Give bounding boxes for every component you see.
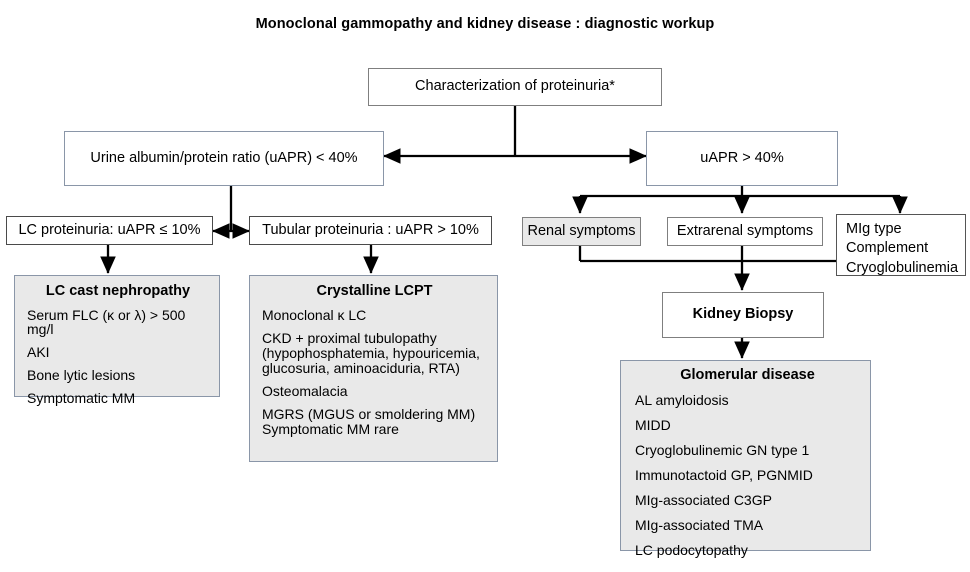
node-label: Kidney Biopsy [692, 306, 794, 323]
mig-type-line-1: MIg type [846, 221, 902, 237]
panel-crystalline-lcpt[interactable]: Crystalline LCPT Monoclonal κ LC CKD + p… [249, 275, 498, 462]
node-renal-symptoms[interactable]: Renal symptoms [522, 217, 641, 246]
panel-title: Crystalline LCPT [316, 283, 433, 299]
panel-line: AL amyloidosis [635, 391, 729, 408]
panel-line: Bone lytic lesions [27, 366, 136, 383]
node-characterization-of-proteinuria[interactable]: Characterization of proteinuria* [368, 68, 662, 106]
node-lc-proteinuria[interactable]: LC proteinuria: uAPR ≤ 10% [6, 216, 213, 245]
panel-line: Symptomatic MM [27, 389, 136, 406]
node-tubular-proteinuria[interactable]: Tubular proteinuria : uAPR > 10% [249, 216, 492, 245]
panel-line: Immunotactoid GP, PGNMID [635, 466, 813, 483]
node-label: Renal symptoms [527, 222, 636, 239]
panel-line: Monoclonal κ LC [262, 306, 367, 323]
node-mig-type[interactable]: MIg type Complement Cryoglobulinemia [836, 214, 966, 276]
page-title: Monoclonal gammopathy and kidney disease… [255, 16, 715, 32]
node-label: Extrarenal symptoms [676, 222, 814, 239]
panel-line: CKD + proximal tubulopathy [262, 329, 437, 346]
node-label: Urine albumin/protein ratio (uAPR) < 40% [90, 149, 358, 166]
panel-line: MIg-associated TMA [635, 516, 764, 533]
panel-line: Symptomatic MM rare [262, 420, 399, 437]
panel-title: LC cast nephropathy [45, 283, 191, 299]
panel-glomerular-disease[interactable]: Glomerular disease AL amyloidosis MIDD C… [620, 360, 871, 557]
panel-line: Cryoglobulinemic GN type 1 [635, 441, 810, 458]
panel-lc-cast-nephropathy[interactable]: LC cast nephropathy Serum FLC (κ or λ) >… [14, 275, 220, 405]
node-label: LC proteinuria: uAPR ≤ 10% [18, 221, 201, 238]
panel-line: MGRS (MGUS or smoldering MM) [262, 405, 476, 422]
node-label: uAPR > 40% [700, 149, 784, 166]
panel-line: Serum FLC (κ or λ) > 500 mg/l [27, 306, 186, 337]
panel-line: (hypophosphatemia, hypouricemia, [262, 344, 480, 361]
panel-line: glucosuria, aminoaciduria, RTA) [262, 359, 460, 376]
node-label: Characterization of proteinuria* [415, 78, 615, 95]
panel-line: MIg-associated C3GP [635, 491, 772, 508]
mig-type-line-2: Complement [846, 240, 929, 257]
panel-line: MIDD [635, 416, 671, 433]
node-kidney-biopsy[interactable]: Kidney Biopsy [662, 292, 824, 338]
panel-line: Osteomalacia [262, 382, 348, 399]
panel-line: LC podocytopathy [635, 541, 748, 558]
panel-title: Glomerular disease [680, 367, 815, 383]
node-extrarenal-symptoms[interactable]: Extrarenal symptoms [667, 217, 823, 246]
panel-line: AKI [27, 343, 50, 360]
node-uapr-high[interactable]: uAPR > 40% [646, 131, 838, 186]
node-label: Tubular proteinuria : uAPR > 10% [262, 221, 479, 238]
mig-type-line-3: Cryoglobulinemia [846, 259, 959, 276]
node-uapr-low[interactable]: Urine albumin/protein ratio (uAPR) < 40% [64, 131, 384, 186]
